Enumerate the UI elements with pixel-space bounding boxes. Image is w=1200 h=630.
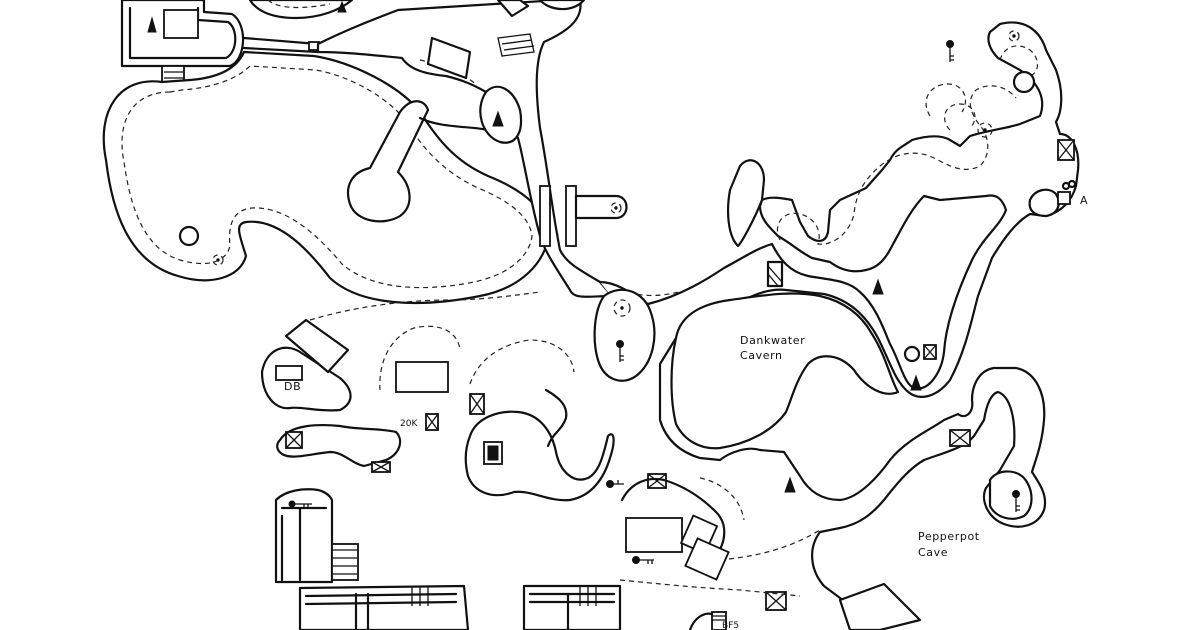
marker-bf5: BF5	[722, 621, 739, 630]
east-chamber: A	[1028, 139, 1088, 218]
pepperpot-cave: Pepperpot Cave	[838, 470, 1033, 630]
marker-a: A	[1080, 194, 1088, 207]
lake-cavern	[102, 50, 550, 305]
stalagmite-icon	[784, 476, 796, 493]
stalagmite-icon	[872, 278, 884, 295]
marker-20k: 20K	[400, 419, 418, 429]
key-icon	[606, 480, 624, 488]
key-icon	[1012, 490, 1020, 512]
south-crates	[647, 429, 971, 611]
dankwater-label-line1: Dankwater	[740, 334, 805, 347]
key-icon	[616, 340, 624, 362]
central-junction	[598, 21, 1080, 616]
round-chamber	[346, 100, 490, 223]
stalagmite-icon	[910, 374, 922, 391]
stalagmite-icon	[147, 16, 157, 33]
pepperpot-label-line1: Pepperpot	[918, 530, 980, 543]
dankwater-cavern: Dankwater Cavern	[670, 278, 937, 450]
key-icon	[946, 40, 954, 62]
pepperpot-label-line2: Cave	[918, 546, 948, 559]
serpentine-cave	[766, 30, 1039, 288]
pool-icon	[903, 345, 921, 363]
pool-icon	[1012, 70, 1036, 94]
stalagmite-icon	[492, 110, 504, 127]
south-passages: BF5	[619, 477, 821, 630]
dankwater-label-line2: Cavern	[740, 349, 783, 362]
key-icon	[632, 556, 654, 564]
center-island	[593, 288, 656, 382]
southwest-buildings	[274, 488, 622, 630]
marker-db: DB	[284, 380, 301, 393]
pool-icon	[178, 225, 200, 247]
bridge	[539, 185, 628, 247]
midleft-passages: DB 20K	[260, 291, 575, 473]
stalagmite-icon	[337, 0, 347, 13]
s-chamber	[464, 388, 624, 502]
upper-passages	[248, 0, 614, 298]
key-icon	[288, 500, 312, 508]
